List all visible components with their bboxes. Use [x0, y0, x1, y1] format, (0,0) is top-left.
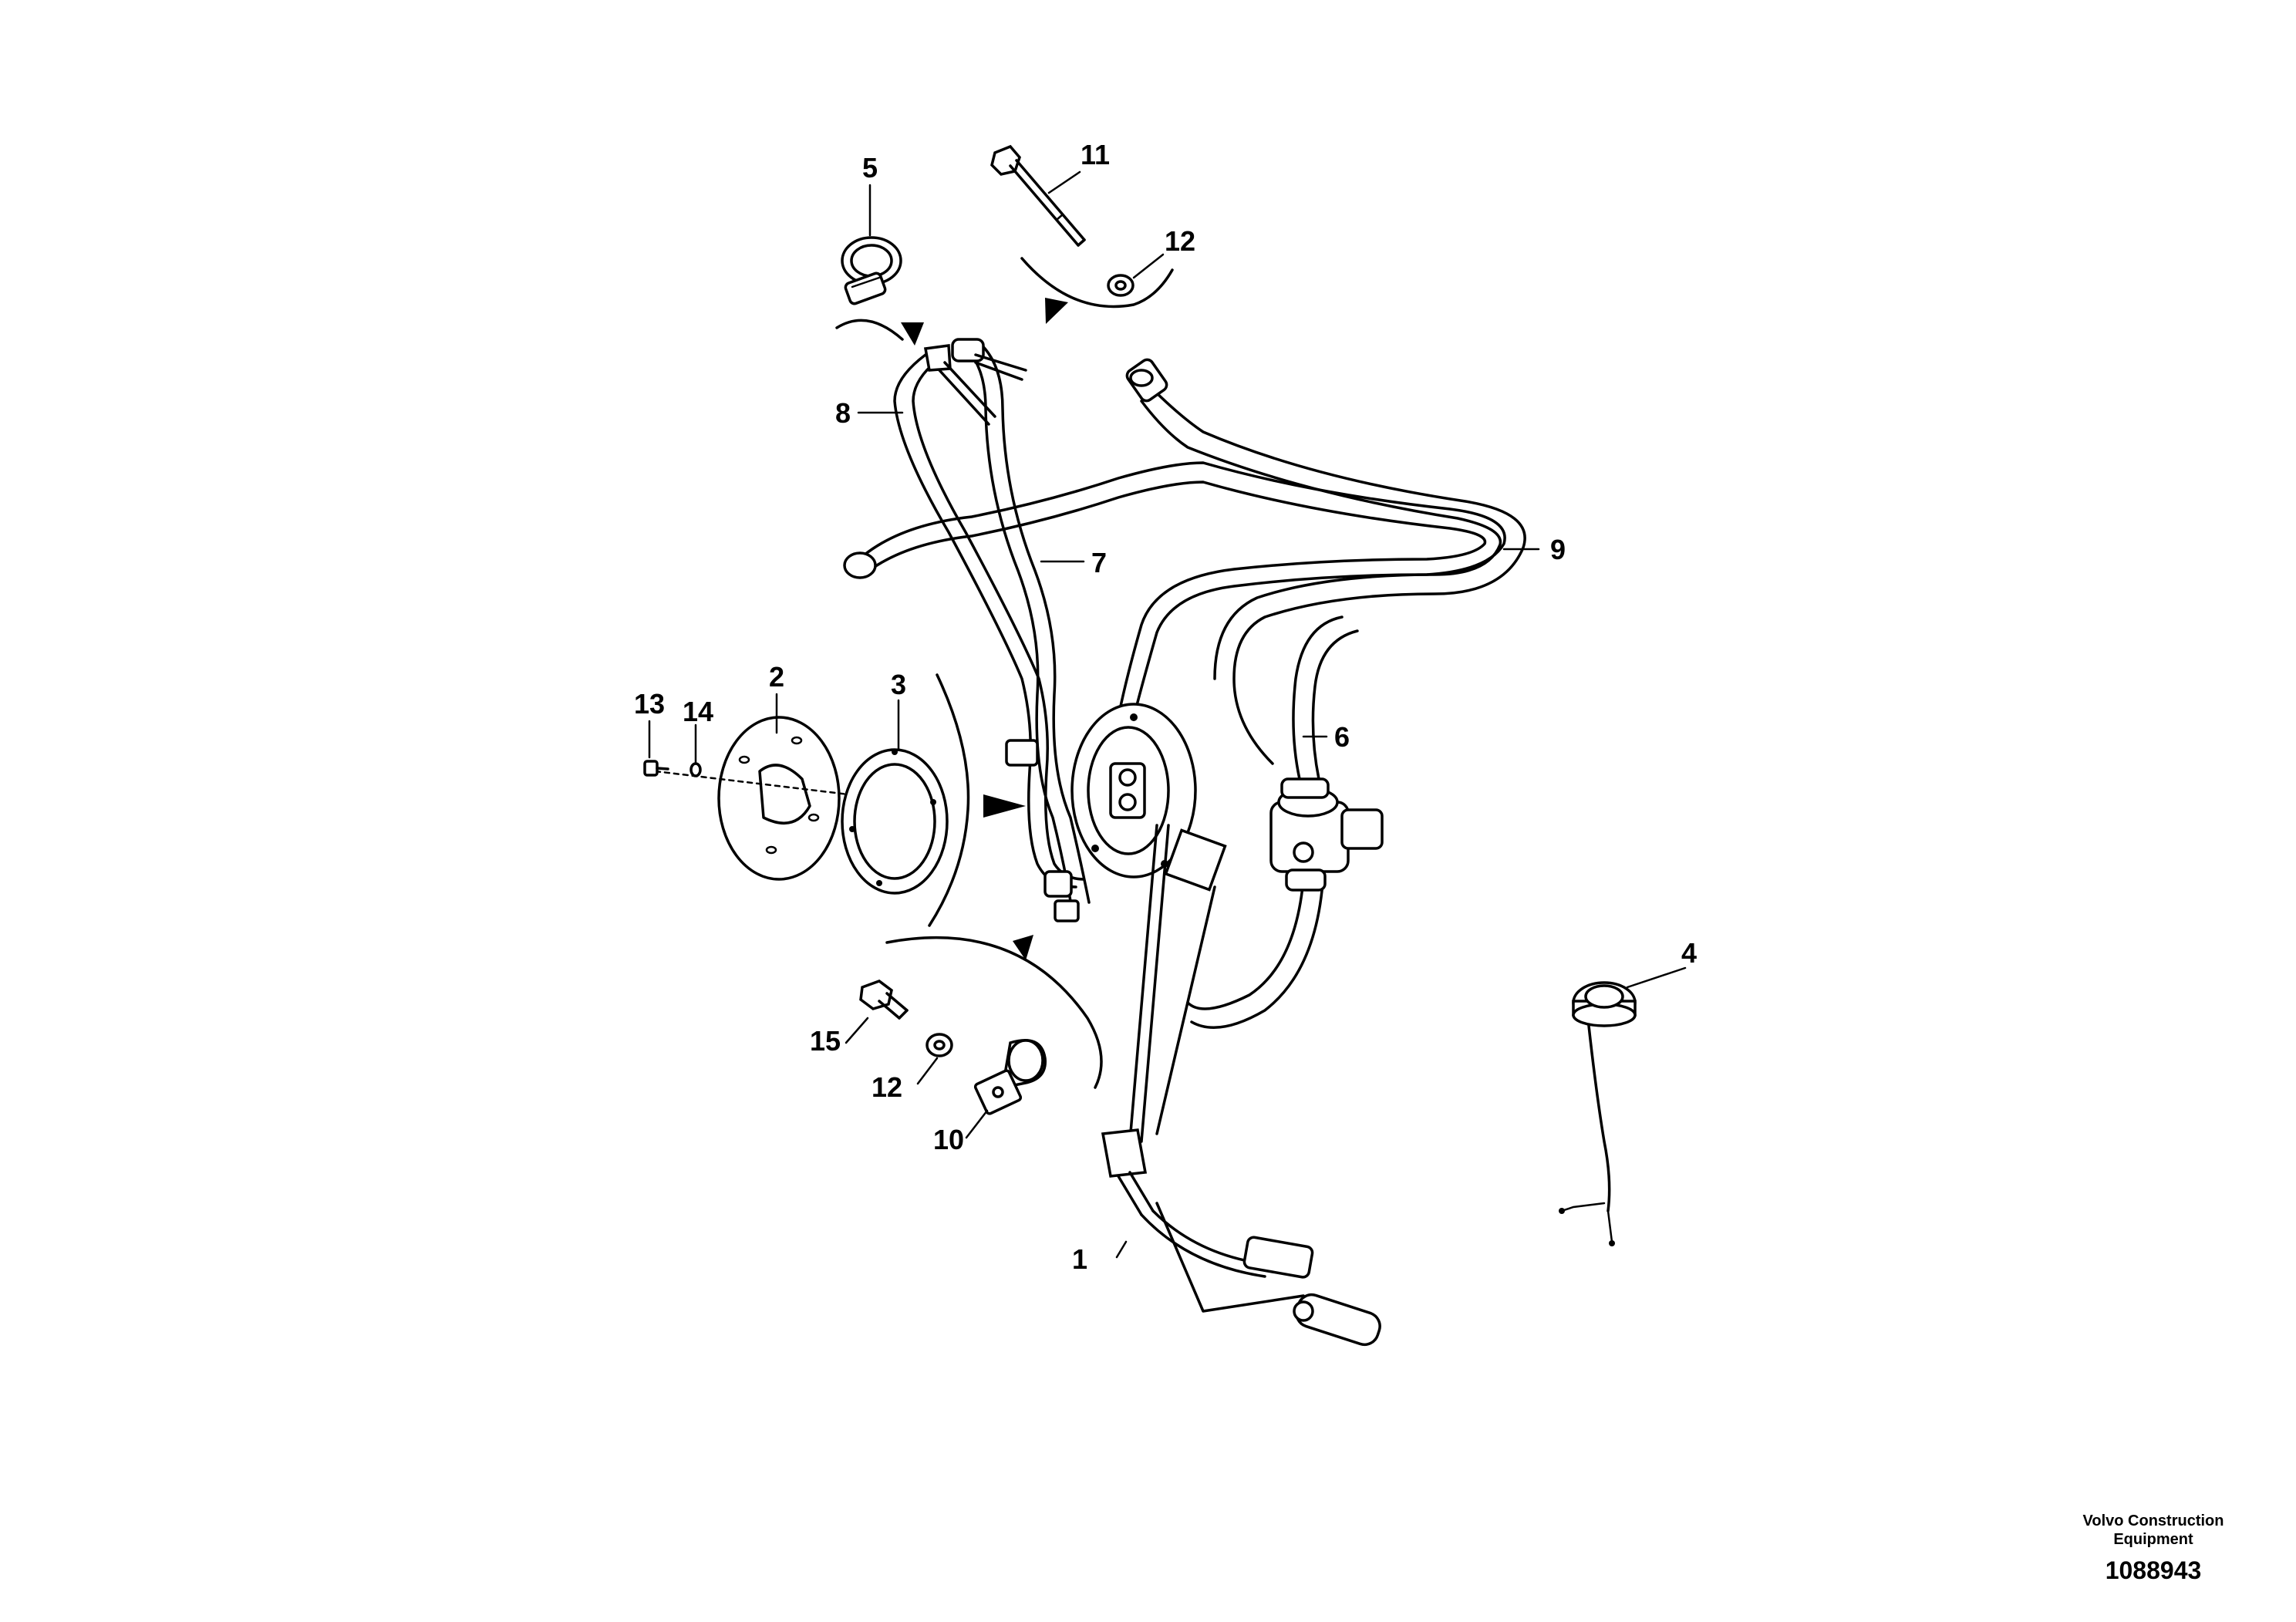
return-hose-part-8: [893, 344, 1085, 889]
hose-connectors-lower: [1005, 739, 1080, 922]
hose-part-6: [1186, 615, 1359, 1030]
leader-lines: [648, 170, 1687, 1259]
callout-12-lower: 12: [872, 1071, 902, 1103]
washer-part-12-upper: [1107, 274, 1135, 297]
drawing-number: 1088943: [2105, 1556, 2202, 1584]
sender-tube-part-1: [1101, 824, 1381, 1347]
callout-2: 2: [769, 661, 784, 693]
pointer-arrows: [901, 298, 1068, 960]
callout-6: 6: [1334, 721, 1350, 753]
fuel-cap-part-4: [1559, 981, 1637, 1246]
sender-unit-flange: [1070, 703, 1197, 878]
washer-part-12-lower: [925, 1033, 953, 1057]
callout-8: 8: [835, 397, 851, 429]
hose-part-9: [843, 358, 1526, 765]
callout-10: 10: [933, 1124, 964, 1155]
callouts: 1 2 3 4 5 6 7 8 9 10 11 12 12 13 14 15: [634, 139, 1697, 1275]
valve-body: [1269, 777, 1384, 892]
company-name: Volvo Construction Equipment: [2082, 1512, 2224, 1548]
screw-part-13: [643, 760, 669, 777]
p-clamp-part-10: [973, 1039, 1047, 1115]
washer-part-14: [689, 762, 702, 777]
detail-arcs: [835, 257, 1174, 1089]
callout-1: 1: [1072, 1243, 1087, 1275]
callout-15: 15: [810, 1025, 841, 1057]
callout-5: 5: [862, 152, 878, 184]
brand-block: Volvo Construction Equipment 1088943: [2053, 1512, 2254, 1587]
callout-14: 14: [683, 696, 713, 727]
callout-3: 3: [891, 669, 906, 700]
fuel-hose-part-7: [951, 338, 1091, 912]
callout-9: 9: [1550, 534, 1566, 565]
callout-13: 13: [634, 688, 665, 720]
bolt-part-15: [859, 980, 909, 1020]
hose-clamp-part-5: [841, 236, 902, 305]
gasket-part-3: [841, 748, 949, 895]
callout-11: 11: [1081, 139, 1110, 170]
bolt-part-11: [990, 144, 1086, 247]
retaining-plate-part-2: [717, 716, 841, 881]
callout-7: 7: [1091, 547, 1107, 578]
callout-4: 4: [1681, 937, 1697, 969]
callout-12-upper: 12: [1165, 225, 1195, 257]
